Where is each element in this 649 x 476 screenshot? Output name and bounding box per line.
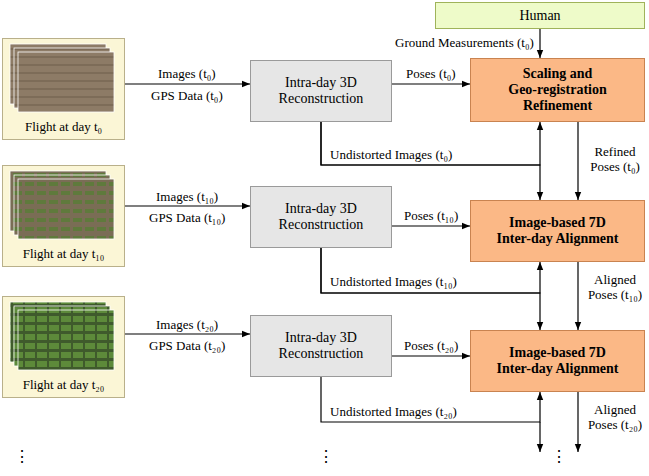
flow-arrow [392, 225, 470, 226]
flight-box: Flight at day t₁₀ [2, 165, 125, 267]
flow-arrow [392, 355, 470, 356]
flow-label: GPS Data (t₀) [151, 88, 223, 103]
edge-label: Undistorted Images (t₀) [330, 147, 452, 162]
box-text: Image-based 7D Inter-day Alignment [495, 345, 620, 377]
flow-arrow [539, 29, 540, 58]
box-text: Flight at day t₁₀ [23, 246, 105, 262]
box-text: Scaling and Geo-registration Refinement [495, 66, 620, 114]
alignment-box: Image-based 7D Inter-day Alignment [470, 200, 645, 262]
aerial-images-day10 [10, 171, 114, 239]
box-text: Image-based 7D Inter-day Alignment [495, 215, 620, 247]
continuation-dots: ⋮ [551, 448, 567, 466]
alignment-box: Image-based 7D Inter-day Alignment [470, 330, 645, 392]
flow-label: GPS Data (t₂₀) [149, 338, 225, 353]
edge-label: Refined Poses (t₀) [583, 144, 647, 174]
box-text: Flight at day t₀ [25, 119, 102, 135]
edge-label: Images (t₀) [158, 66, 216, 81]
process-box: Intra-day 3D Reconstruction [250, 315, 392, 377]
edge-label: Poses (t₂₀) [404, 338, 458, 353]
edge-label: Aligned Poses (t₁₀) [583, 272, 647, 302]
box-text: Intra-day 3D Reconstruction [257, 330, 385, 362]
edge-label: Poses (t₀) [406, 66, 456, 81]
alignment-box: Scaling and Geo-registration Refinement [470, 58, 645, 122]
flow-label: GPS Data (t₁₀) [149, 210, 225, 225]
flow-arrow [125, 205, 250, 206]
flow-arrow [125, 83, 250, 84]
box-text: Human [519, 8, 560, 24]
process-box: Intra-day 3D Reconstruction [250, 60, 392, 122]
flow-arrow [125, 333, 250, 334]
aerial-images-day0 [10, 44, 114, 112]
edge-label: Images (t₁₀) [156, 189, 218, 204]
process-box: Intra-day 3D Reconstruction [250, 186, 392, 248]
flow-arrow [392, 83, 470, 84]
flight-ground [2, 38, 125, 398]
flow-arrow [577, 122, 578, 200]
edge-label: Poses (t₁₀) [404, 208, 458, 223]
continuation-dots: ⋮ [14, 448, 30, 466]
edge-label: Ground Measurements (t₀) [395, 35, 534, 50]
flow-arrow [321, 122, 540, 165]
flow-arrow [577, 262, 578, 330]
edge-label: Undistorted Images (t₂₀) [330, 404, 457, 419]
actor-box: Human [435, 2, 645, 29]
continuation-dots: ⋮ [318, 448, 334, 466]
flight-box: Flight at day t₂₀ [2, 296, 125, 398]
aerial-images-day20 [10, 302, 114, 370]
edge-label: Undistorted Images (t₁₀) [330, 274, 457, 289]
continuation-arrow [577, 392, 578, 452]
box-text: Intra-day 3D Reconstruction [257, 201, 385, 233]
box-text: Intra-day 3D Reconstruction [257, 75, 385, 107]
box-text: Flight at day t₂₀ [23, 377, 105, 393]
continuation-arrow [539, 422, 540, 452]
edge-label: Images (t₂₀) [156, 317, 218, 332]
flow-label: Aligned Poses (t₂₀) [583, 402, 647, 432]
flight-box: Flight at day t₀ [2, 38, 125, 140]
